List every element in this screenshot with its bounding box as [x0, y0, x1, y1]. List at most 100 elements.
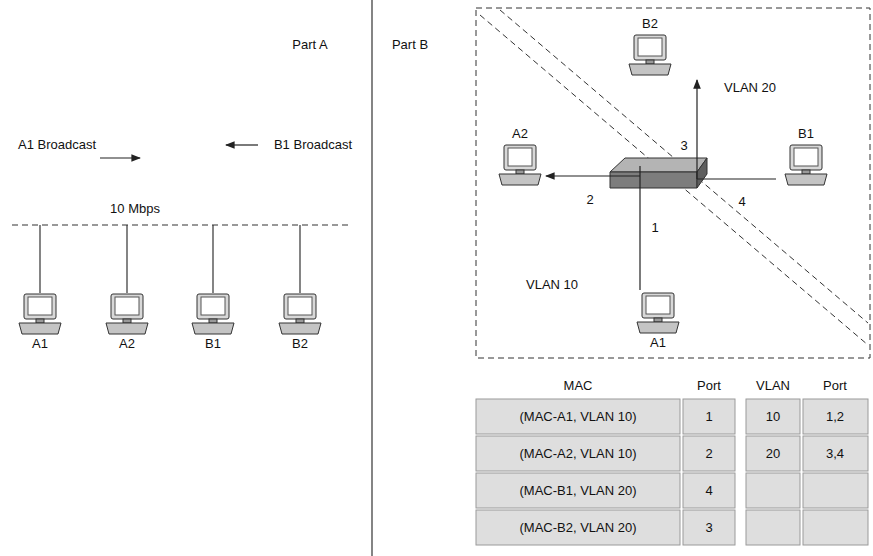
panel-title: Part B	[392, 38, 428, 53]
table-header: Port	[823, 379, 847, 394]
table-cell-text: 1	[705, 409, 712, 424]
stand	[36, 319, 44, 323]
drop-wire	[299, 225, 300, 293]
monitor	[24, 294, 56, 319]
screen	[508, 148, 532, 166]
table-cell-text: (MAC-A1, VLAN 10)	[519, 409, 636, 424]
computer-icon	[498, 144, 542, 186]
frame-path	[639, 166, 640, 290]
stand	[654, 318, 662, 322]
computer-node: B1	[774, 127, 838, 186]
keyboard	[629, 64, 671, 75]
table-cell-text: 3	[705, 520, 712, 535]
vlan-boundary	[500, 10, 868, 323]
broadcast-arrow	[226, 144, 258, 145]
stand	[802, 170, 810, 174]
stand	[123, 319, 131, 323]
monitor	[504, 145, 536, 170]
table-cell	[746, 473, 800, 508]
switch-side	[697, 158, 707, 188]
table-cell-text: 20	[766, 446, 780, 461]
table-cell	[746, 436, 800, 471]
table-cell-text: 2	[705, 446, 712, 461]
computer-node: A2	[95, 293, 159, 352]
keyboard	[192, 323, 234, 334]
computer-icon	[636, 292, 680, 334]
screen	[115, 297, 139, 315]
table-cell	[803, 473, 868, 508]
table-cells	[476, 399, 868, 545]
computer-node: B2	[618, 17, 682, 76]
monitor	[197, 294, 229, 319]
table-header: Port	[697, 379, 721, 394]
vlan-label: VLAN 20	[724, 81, 776, 96]
callout-number: 3	[680, 139, 687, 154]
frame-path	[697, 178, 776, 179]
table-cell	[803, 399, 868, 434]
drop-wire	[126, 225, 127, 293]
table-cell	[803, 436, 868, 471]
switch-top	[610, 158, 707, 172]
switch-region	[476, 8, 870, 358]
computer-icon	[628, 34, 672, 76]
computer-node: B1	[181, 293, 245, 352]
monitor	[642, 293, 674, 318]
table-cell	[746, 510, 800, 545]
panel-divider	[371, 0, 372, 556]
keyboard	[279, 323, 321, 334]
frame-path	[546, 175, 640, 176]
table-cell	[476, 436, 680, 471]
computer-icon	[18, 293, 62, 335]
keyboard	[637, 322, 679, 333]
host-label: B1	[798, 127, 814, 142]
table-cell-text: 3,4	[826, 446, 844, 461]
monitor	[284, 294, 316, 319]
host-label: B2	[292, 337, 308, 352]
broadcast-label: B1 Broadcast	[274, 138, 352, 153]
drop-wire	[212, 225, 213, 293]
monitor	[111, 294, 143, 319]
table-cell	[476, 399, 680, 434]
frame-path	[696, 80, 697, 179]
table-cell	[683, 399, 735, 434]
table-cell-text: (MAC-B1, VLAN 20)	[519, 483, 636, 498]
computer-icon	[278, 293, 322, 335]
panel-title: Part A	[292, 38, 327, 53]
stand	[296, 319, 304, 323]
table-header: MAC	[564, 379, 593, 394]
screen	[288, 297, 312, 315]
table-cell-text: 10	[766, 409, 780, 424]
table-cell	[803, 510, 868, 545]
host-label: A1	[650, 336, 666, 351]
screen	[646, 296, 670, 314]
screen	[28, 297, 52, 315]
screen	[794, 148, 818, 166]
table-cell-text: (MAC-B2, VLAN 20)	[519, 520, 636, 535]
callout-number: 4	[738, 195, 745, 210]
keyboard	[106, 323, 148, 334]
host-label: A1	[32, 337, 48, 352]
keyboard	[19, 323, 61, 334]
computer-node: B2	[268, 293, 332, 352]
table-cell	[746, 399, 800, 434]
screen	[201, 297, 225, 315]
broadcast-arrow	[100, 157, 140, 158]
table-header: VLAN	[756, 379, 790, 394]
monitor	[790, 145, 822, 170]
screen	[638, 38, 662, 56]
switch-front	[610, 172, 697, 188]
callout-number: 2	[586, 193, 593, 208]
host-label: B1	[205, 337, 221, 352]
bandwidth-label: 10 Mbps	[110, 202, 160, 217]
stand	[209, 319, 217, 323]
broadcast-label: A1 Broadcast	[18, 138, 96, 153]
table-cell	[683, 436, 735, 471]
host-label: A2	[119, 337, 135, 352]
host-label: A2	[512, 127, 528, 142]
table-cell-text: 4	[705, 483, 712, 498]
keyboard	[785, 174, 827, 185]
drop-wire	[39, 225, 40, 293]
table-cell	[476, 510, 680, 545]
computer-icon	[784, 144, 828, 186]
